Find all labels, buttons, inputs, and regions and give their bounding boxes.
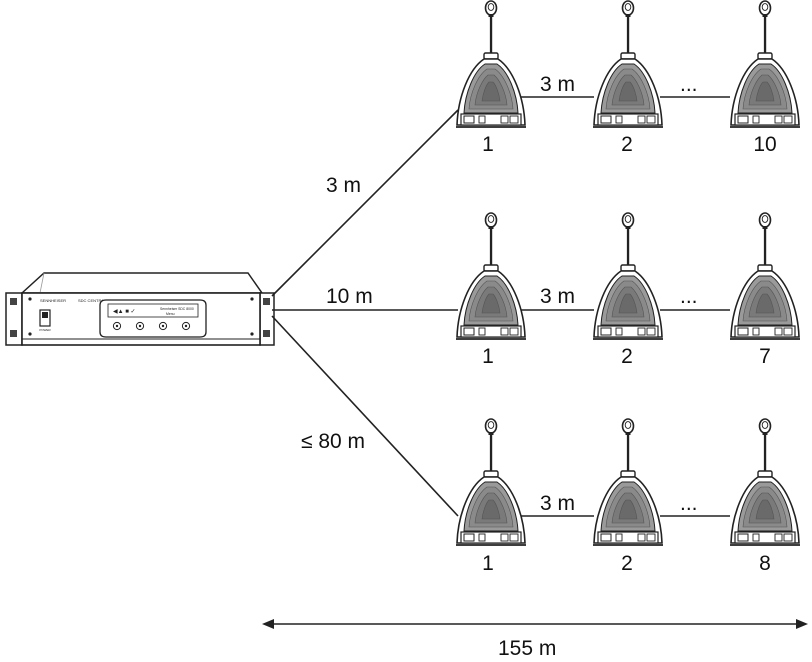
ellipsis: ... (680, 73, 698, 96)
line-3: 3 m ... 1 2 8 (454, 417, 802, 575)
power-label: POWER (39, 328, 51, 332)
unit-number: 10 (753, 133, 776, 156)
conference-microphone-icon (454, 211, 528, 341)
unit-number: 2 (621, 133, 633, 156)
conference-microphone-icon (591, 417, 665, 547)
svg-text:◀▲ ■ ✓: ◀▲ ■ ✓ (113, 309, 136, 315)
unit-number: 1 (482, 345, 494, 368)
cable-length-2: 10 m (326, 285, 373, 308)
ellipsis: ... (680, 492, 698, 515)
display-line1: Sennheiser SDC 8000 (160, 307, 194, 311)
total-length: 155 m (498, 637, 556, 660)
power-switch: POWER (39, 309, 51, 332)
central-unit: SENNHEISER SDC CENTRAL UNIT POWER ◀▲ ■ ✓… (5, 272, 275, 346)
conference-microphone-icon (728, 417, 802, 547)
unit-number: 2 (621, 345, 633, 368)
conference-microphone-icon (591, 211, 665, 341)
conference-microphone-icon (591, 0, 665, 129)
cable-line-1 (271, 109, 459, 297)
unit-number: 7 (759, 345, 771, 368)
ellipsis: ... (680, 285, 698, 308)
rack-control-unit-icon: SENNHEISER SDC CENTRAL UNIT POWER ◀▲ ■ ✓… (5, 272, 275, 346)
unit-number: 2 (621, 552, 633, 575)
line-1: 3 m ... 1 2 10 (454, 0, 802, 156)
conference-microphone-icon (454, 417, 528, 547)
display-line2: Menu (166, 312, 175, 316)
cable-line-3 (271, 315, 459, 517)
unit-number: 1 (482, 133, 494, 156)
display-module: ◀▲ ■ ✓ Sennheiser SDC 8000 Menu (99, 299, 207, 338)
conference-microphone-icon (728, 0, 802, 129)
model-text: SDC CENTRAL UNIT (78, 298, 117, 303)
unit-spacing: 3 m (540, 73, 575, 96)
line-2: 3 m ... 1 2 7 (454, 211, 802, 368)
cable-length-3: ≤ 80 m (301, 430, 365, 453)
unit-number: 1 (482, 552, 494, 575)
unit-spacing: 3 m (540, 285, 575, 308)
conference-microphone-icon (454, 0, 528, 129)
conference-microphone-icon (728, 211, 802, 341)
cable-length-1: 3 m (326, 174, 361, 197)
double-arrow-icon (262, 619, 808, 629)
unit-number: 8 (759, 552, 771, 575)
brand-text: SENNHEISER (40, 298, 66, 303)
unit-spacing: 3 m (540, 492, 575, 515)
